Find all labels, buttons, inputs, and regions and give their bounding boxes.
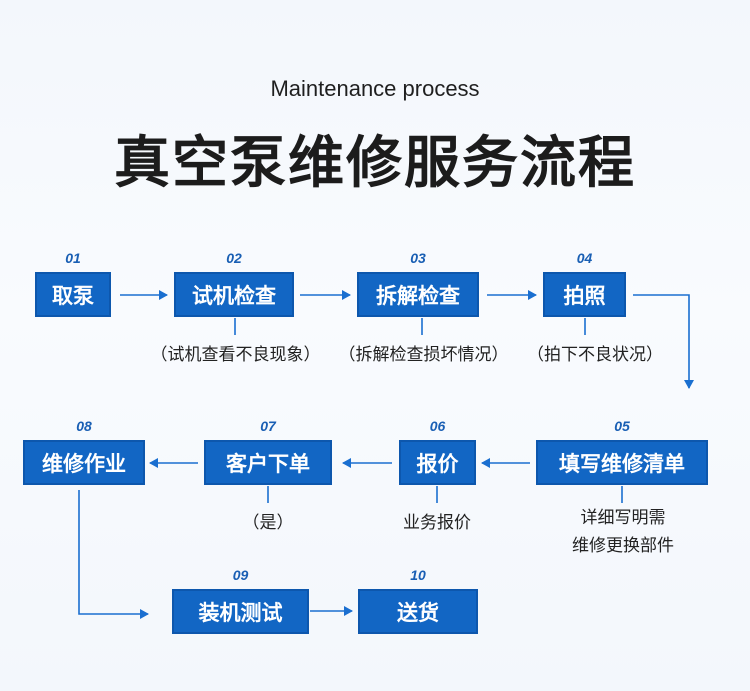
step-number-01: 01 [65,250,81,266]
step-05-note-line-2: 维修更换部件 [572,536,674,556]
arrow-08-09 [78,490,149,619]
step-04-box: 拍照 [543,272,626,317]
arrow-04-05 [633,294,694,389]
step-02-note: （试机查看不良现象） [150,345,321,365]
step-number-04: 04 [576,250,593,266]
step-number-07: 07 [260,418,276,434]
step-07-note: （是） [242,513,294,533]
step-number-06: 06 [429,418,446,434]
step-05-box: 填写维修清单 [536,440,708,485]
step-03-box: 拆解检查 [357,272,479,317]
page-title: 真空泵维修服务流程 [114,131,636,196]
step-number-05: 05 [614,418,630,434]
step-number-10: 10 [410,567,426,583]
step-04-note: （拍下不良状况） [527,345,663,365]
step-05-note: 详细写明需 维修更换部件 [556,504,690,560]
step-number-02: 02 [226,250,242,266]
step-05-note-line-1: 详细写明需 [580,508,666,528]
step-03-note: （拆解检查损坏情况） [338,345,509,365]
step-number-03: 03 [410,250,426,266]
step-06-note: 业务报价 [403,513,471,533]
step-number-09: 09 [232,567,249,583]
step-02-box: 试机检查 [174,272,294,317]
step-number-08: 08 [76,418,92,434]
subtitle: Maintenance process [270,76,480,101]
step-01-box: 取泵 [35,272,111,317]
step-08-box: 维修作业 [23,440,145,485]
step-10-box: 送货 [358,589,478,634]
step-06-box: 报价 [399,440,476,485]
step-09-box: 装机测试 [172,589,309,634]
step-07-box: 客户下单 [204,440,332,485]
